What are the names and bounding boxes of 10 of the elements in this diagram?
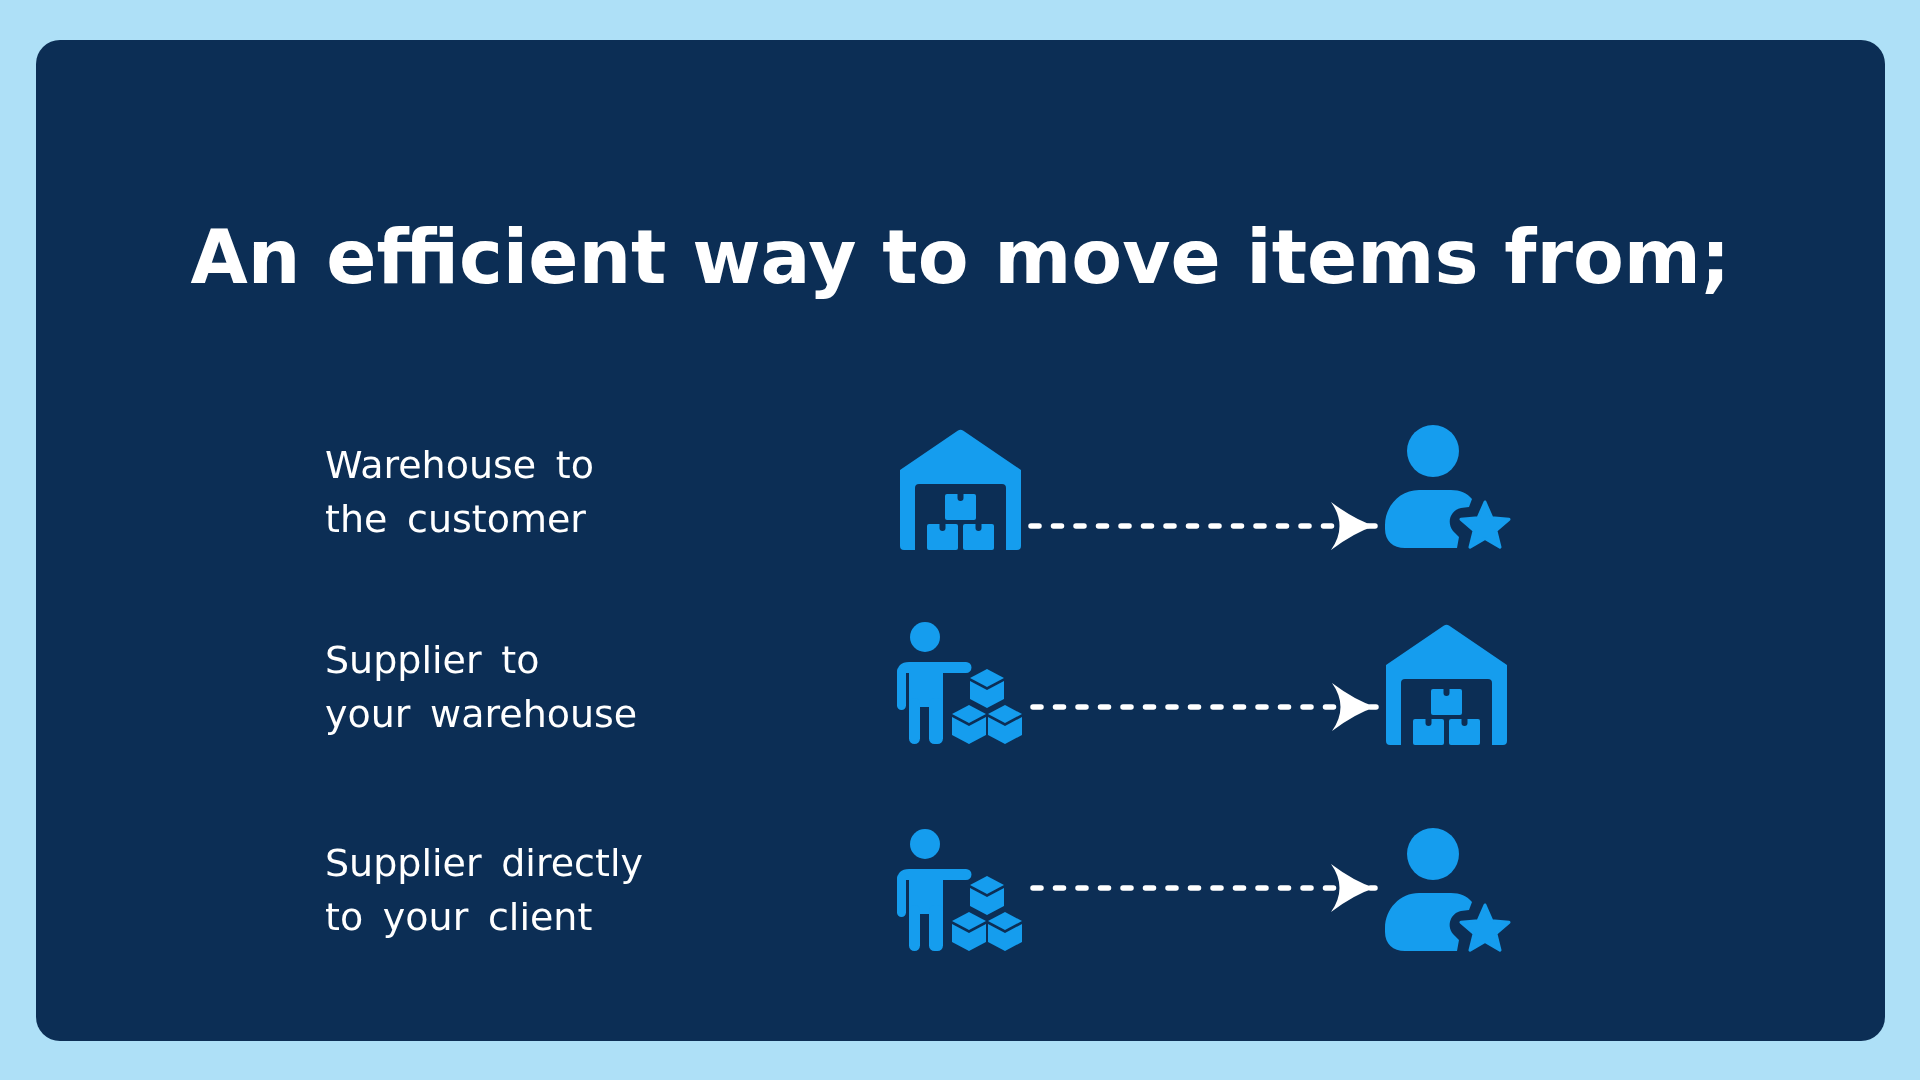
person-star-icon [1385,425,1511,549]
worker-boxes-icon [897,829,1023,952]
title: An efficient way to move items from; [190,213,1731,302]
warehouse-icon [900,429,1021,550]
route-label: Supplier directly to your client [325,840,644,941]
person-star-icon [1385,828,1511,952]
route-label: Supplier to your warehouse [325,637,639,738]
route-label: Warehouse to the customer [325,442,596,543]
warehouse-icon [1386,624,1507,745]
worker-boxes-icon [897,622,1023,745]
